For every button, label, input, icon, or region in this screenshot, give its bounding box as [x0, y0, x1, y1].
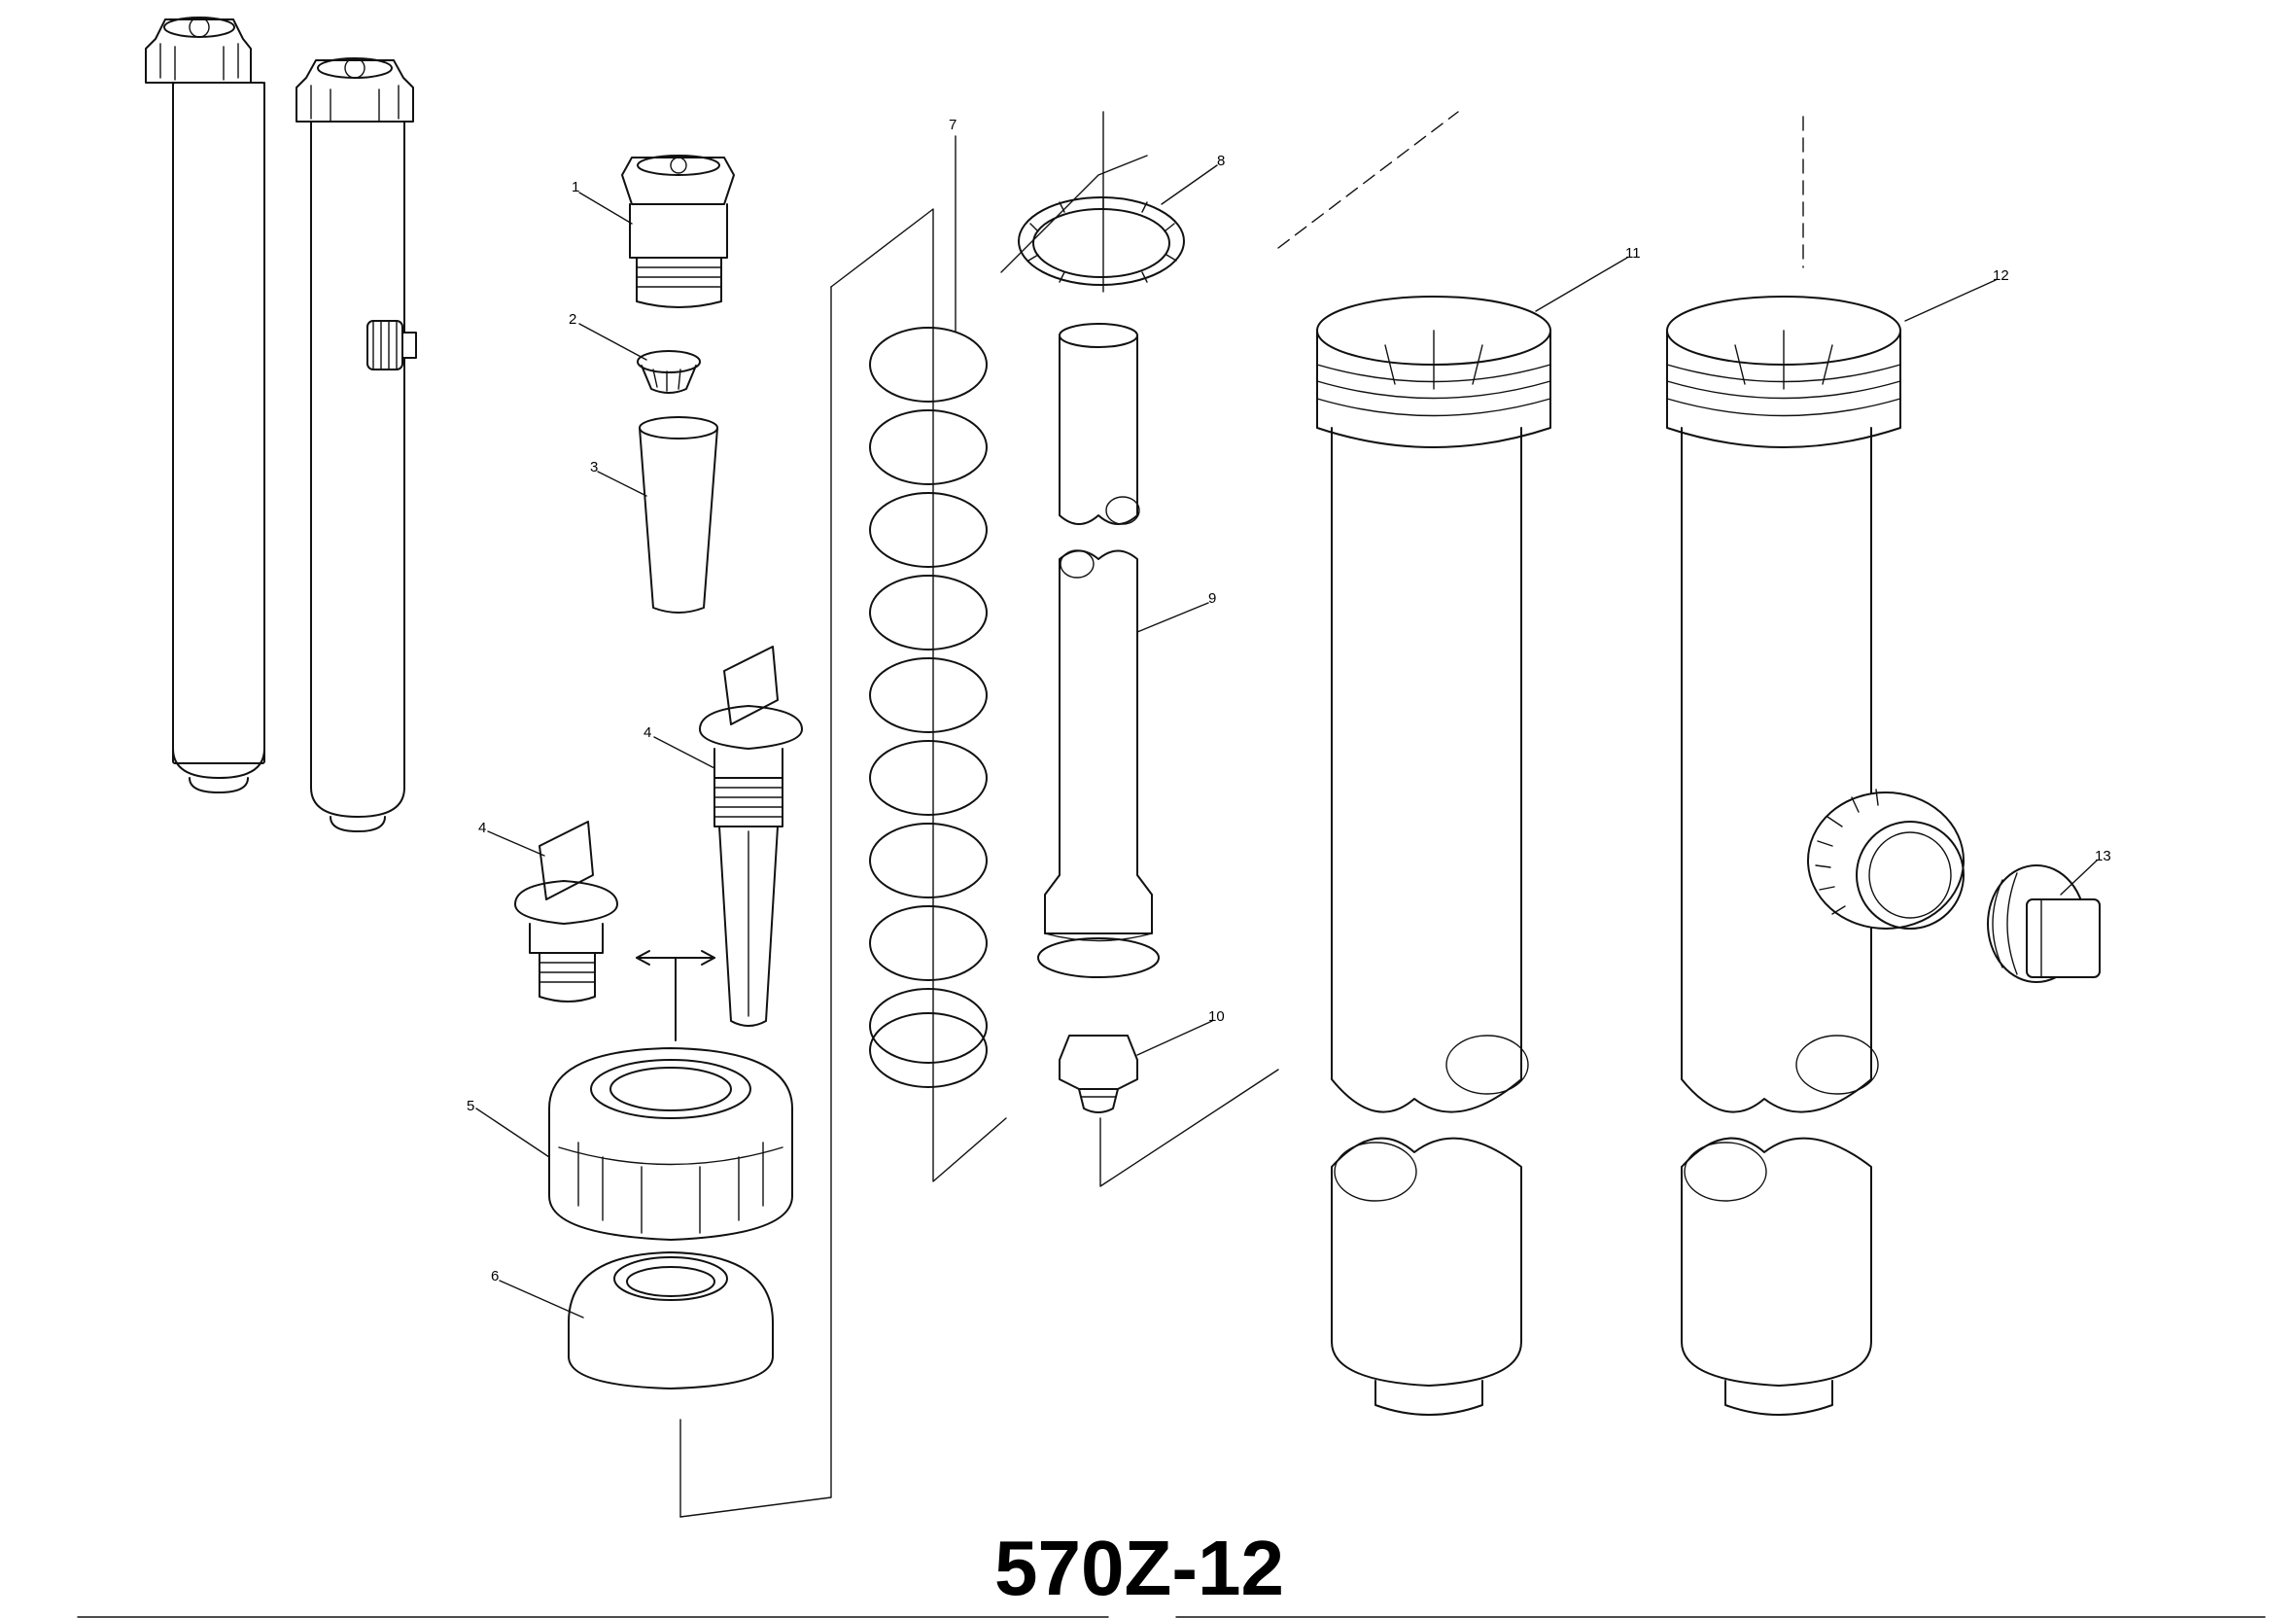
part-2-filter-cup: [637, 350, 701, 394]
label-part-6: 6: [491, 1268, 499, 1284]
part-13-plug: [1987, 864, 2101, 983]
part-labels: 1 2 3 4 4 5 6 7 8 9 10 11 12 13: [467, 117, 2111, 1284]
part-9-riser: [1037, 323, 1160, 978]
assembled-sprinkler-2: [296, 57, 417, 832]
label-part-4-upper: 4: [644, 724, 651, 741]
label-part-2: 2: [569, 311, 576, 328]
label-part-8: 8: [1217, 153, 1225, 169]
diagram-title: 570Z-12: [994, 1525, 1284, 1611]
leader-lines: [475, 135, 2098, 1319]
label-part-7: 7: [949, 117, 957, 133]
part-11-body: [1316, 296, 1551, 1416]
label-part-5: 5: [467, 1098, 474, 1114]
label-part-12: 12: [1993, 267, 2009, 284]
part-10-check-valve: [1059, 1035, 1138, 1113]
label-part-13: 13: [2095, 848, 2111, 864]
part-5-body-cap: [548, 1047, 793, 1241]
assembly-centerlines: [679, 111, 1804, 1518]
label-part-1: 1: [572, 179, 579, 195]
label-part-3: 3: [590, 459, 598, 475]
label-part-9: 9: [1208, 590, 1216, 607]
part-4-short-insert: [514, 821, 618, 1002]
part-4-long-insert: [699, 646, 803, 1027]
label-part-11: 11: [1625, 245, 1641, 262]
label-part-10: 10: [1208, 1008, 1225, 1025]
assembled-sprinkler-1: [145, 17, 265, 793]
part-8-ratchet-ring: [1018, 196, 1185, 286]
part-6-base-ring: [568, 1251, 774, 1389]
part-1-nozzle-cap: [621, 155, 735, 308]
part-12-body-side-inlet: [1666, 296, 1965, 1416]
double-arrow-icon: [636, 950, 715, 1041]
part-3-mesh-screen: [639, 416, 718, 614]
label-part-4-lower: 4: [478, 820, 486, 836]
part-7-spring: [869, 327, 988, 1088]
